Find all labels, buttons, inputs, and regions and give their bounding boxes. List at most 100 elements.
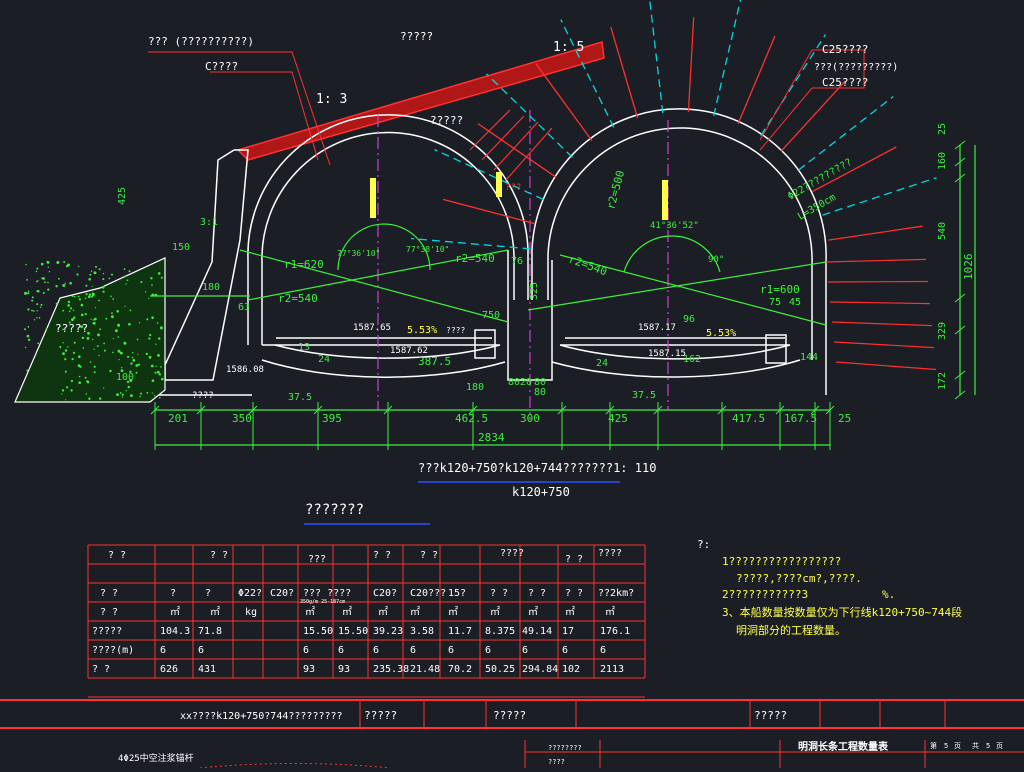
- bottom-dim-5: 300: [520, 412, 540, 425]
- soil-dot: [105, 317, 108, 320]
- soil-dot: [69, 307, 73, 310]
- left-tunnel-outline: [247, 114, 529, 378]
- right-dim-96: 96: [683, 314, 695, 325]
- soil-dot: [42, 291, 45, 294]
- table-unit: ㎡: [410, 606, 420, 618]
- soil-dot: [144, 291, 147, 293]
- soil-dot: [108, 277, 111, 280]
- table-cell: 235.38: [373, 664, 409, 675]
- table-cell: 17: [562, 626, 574, 637]
- soil-dot: [36, 317, 38, 319]
- mid-dim-750: 750: [482, 310, 500, 321]
- soil-dot: [78, 265, 80, 268]
- rock-bolt: [822, 177, 937, 216]
- soil-dot: [47, 281, 49, 284]
- table-header: ? ?: [108, 550, 126, 561]
- slope-wall: 3:1: [200, 217, 218, 228]
- drawing-caption: ???k120+750?k120+744???????1: 110: [418, 461, 656, 475]
- right-callout-1: C25????: [822, 43, 868, 56]
- left-dim-13: 13: [298, 342, 310, 353]
- table-cell: 176.1: [600, 626, 630, 637]
- rock-bolt: [560, 19, 615, 128]
- left-angle-2: 77°38'10": [406, 245, 449, 254]
- soil-dot: [63, 261, 66, 263]
- soil-dot: [62, 309, 64, 312]
- rock-bolt: [827, 280, 929, 283]
- soil-dot: [68, 321, 71, 324]
- rock-bolts: [410, 0, 937, 371]
- table-row-label: ? ?: [92, 664, 110, 675]
- rock-bolt: [687, 17, 695, 113]
- table-cell: 102: [562, 664, 580, 675]
- table-header-sub: 350g/m 25-187cm: [300, 599, 345, 605]
- table-cell: 6: [410, 645, 416, 656]
- soil-dot: [156, 322, 159, 324]
- soil-dot: [56, 261, 60, 264]
- soil-dot: [121, 396, 123, 398]
- dim-tick: [954, 325, 966, 335]
- mid-dim-20: 20: [520, 377, 532, 388]
- soil-dot: [153, 395, 156, 397]
- soil-dot: [31, 296, 34, 299]
- soil-dot: [71, 318, 74, 321]
- table-cell: 93: [303, 664, 315, 675]
- soil-dot: [26, 369, 29, 372]
- table-cell: 104.3: [160, 626, 190, 637]
- soil-dot: [89, 361, 92, 363]
- dim-tick: [954, 173, 966, 183]
- soil-dot: [80, 313, 84, 317]
- soil-dot: [115, 329, 117, 331]
- soil-dot: [36, 310, 38, 312]
- soil-dot: [35, 270, 38, 273]
- green-geometry: [150, 145, 976, 446]
- soil-dot: [88, 293, 92, 296]
- table-header: ? ?: [100, 588, 118, 599]
- table-cell: 6: [303, 645, 309, 656]
- notes-heading: ?:: [697, 538, 710, 551]
- table-cell: 6: [600, 645, 606, 656]
- table-header: C20?: [373, 588, 397, 599]
- mid-dim-80a: 80: [508, 377, 520, 388]
- soil-dot: [40, 262, 44, 266]
- soil-dot: [91, 294, 95, 297]
- table-cell: 626: [160, 664, 178, 675]
- soil-dot: [72, 309, 75, 311]
- left-elev-bottom: 1587.62: [390, 346, 428, 356]
- soil-dot: [119, 351, 123, 355]
- table-header: Φ22?: [238, 588, 262, 599]
- soil-dot: [64, 282, 67, 285]
- rock-bolt: [535, 63, 593, 141]
- title-main: xx????k120+750?744?????????: [180, 711, 343, 722]
- left-r2-right: r2=540: [455, 252, 495, 265]
- soil-dot: [31, 299, 34, 302]
- right-dim-45: 45: [789, 297, 801, 308]
- soil-dot: [126, 380, 130, 384]
- sheet-info-1: 5: [944, 742, 948, 750]
- note-2: ?????,????cm?,????.: [736, 572, 862, 585]
- soil-dot: [64, 358, 67, 361]
- soil-dot: [82, 347, 85, 349]
- soil-dot: [129, 309, 132, 312]
- soil-dot: [102, 273, 105, 275]
- note-1: 1?????????????????: [722, 555, 841, 568]
- soil-dot: [87, 295, 91, 299]
- left-elev-top: 1587.65: [353, 323, 391, 333]
- table-cell: 3.58: [410, 626, 434, 637]
- soil-dot: [124, 305, 126, 307]
- soil-dot: [27, 338, 31, 341]
- right-dim-24: 24: [596, 358, 608, 369]
- slope-right: 1: 5: [553, 40, 584, 55]
- soil-dot: [90, 318, 92, 320]
- soil-dot: [146, 318, 149, 321]
- centerlines: [377, 110, 669, 420]
- soil-dot: [148, 355, 152, 359]
- soil-dot: [69, 281, 72, 285]
- elev-ground: 1586.08: [226, 365, 264, 375]
- right-dim-75: 75: [769, 297, 781, 308]
- soil-label: ?????: [55, 322, 88, 335]
- soil-dot: [103, 342, 105, 345]
- rock-bolt: [477, 123, 557, 178]
- slope-left: 1: 3: [316, 92, 347, 107]
- soil-dot: [90, 270, 93, 272]
- soil-dot: [36, 303, 39, 306]
